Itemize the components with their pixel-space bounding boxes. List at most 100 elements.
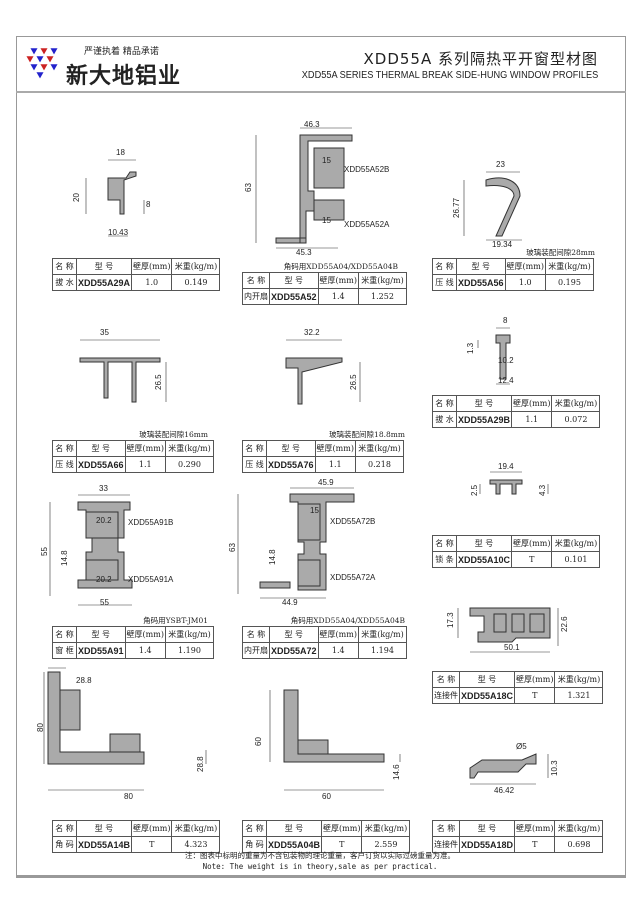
column-header: 名 称 [242,626,270,643]
cell-weight: 1.321 [554,687,604,704]
cell-thickness: T [321,836,363,853]
column-header: 名 称 [52,258,77,275]
column-header: 壁厚(mm) [514,671,556,688]
cell-name: 拔 水 [52,274,77,291]
dim-label: 4.3 [538,484,547,496]
column-header: 米重(kg/m) [554,671,604,688]
dim-label: 10.2 [498,356,514,365]
column-header: 名 称 [432,535,457,552]
cell-model: XDD55A18D [458,836,516,853]
column-header: 名 称 [432,671,460,688]
cell-name: 锁 条 [432,551,457,568]
cell-model: XDD55A18C [458,687,516,704]
table-header-row: 名 称型 号壁厚(mm)米重(kg/m) [432,535,601,552]
part-label: XDD55A52B [344,165,390,174]
column-header: 型 号 [76,440,126,457]
table-caption: 玻璃装配间隙16mm [139,430,208,439]
column-header: 米重(kg/m) [551,395,601,412]
dim-label: 22.6 [560,616,569,632]
note-chinese: 注：图表中标明的重量为不含包装物的理论重量，客户订货以实际过磅重量为准。 [185,851,455,860]
part-label: XDD55A91A [128,575,174,584]
company-name: 新大地铝业 [66,63,182,89]
column-header: 名 称 [242,820,267,837]
dim-label: 33 [99,484,108,493]
dim-label: 80 [124,792,133,801]
dim-label: 15 [322,216,331,225]
cell-thickness: T [514,836,556,853]
column-header: 名 称 [432,820,460,837]
cell-name: 压 线 [52,456,77,473]
part-label: XDD55A52A [344,220,390,229]
dim-label: 15 [310,506,319,515]
table-header-row: 名 称型 号壁厚(mm)米重(kg/m) [432,395,601,412]
cell-weight: 4.323 [171,836,221,853]
table-caption: 角码用XDD55A04/XDD55A04B [290,616,405,625]
column-header: 壁厚(mm) [124,626,166,643]
cell-thickness: 1.1 [124,456,166,473]
column-header: 名 称 [52,820,77,837]
table-header-row: 名 称型 号壁厚(mm)米重(kg/m) [432,820,604,837]
column-header: 型 号 [458,671,516,688]
dim-label: 1.3 [466,342,475,354]
column-header: 米重(kg/m) [164,626,214,643]
dim-label: 18 [116,148,125,157]
cell-name: 内开扇 [242,642,270,659]
column-header: 名 称 [52,626,77,643]
table-caption: 角码用XDD55A04/XDD55A04B [283,262,398,271]
column-header: 名 称 [52,440,77,457]
table-caption: 角码用YSBT-JM01 [143,616,208,625]
column-header: 米重(kg/m) [361,820,411,837]
table-caption: 玻璃装配间隙18.8mm [329,430,405,439]
cell-thickness: T [511,551,553,568]
cell-weight: 1.190 [164,642,214,659]
dim-label: 20.2 [96,516,112,525]
dim-label: 44.9 [282,598,298,607]
table-header-row: 名 称型 号壁厚(mm)米重(kg/m) [242,272,407,289]
company-logo [25,47,59,80]
page-title: XDD55A 系列隔热平开窗型材图 [363,50,598,68]
dim-label: 28.8 [196,756,205,772]
cell-weight: 2.559 [361,836,411,853]
cell-model: XDD55A76 [266,456,316,473]
table-header-row: 名 称型 号壁厚(mm)米重(kg/m) [242,440,404,457]
dim-label: 19.4 [498,462,514,471]
cell-thickness: T [131,836,173,853]
column-header: 壁厚(mm) [504,258,546,275]
cell-thickness: 1.4 [317,288,359,305]
dim-label: 2.5 [470,484,479,496]
cell-model: XDD55A56 [456,274,506,291]
column-header: 米重(kg/m) [554,820,604,837]
cell-name: 压 线 [432,274,457,291]
cell-name: 内开扇 [242,288,270,305]
column-header: 米重(kg/m) [171,258,221,275]
column-header: 米重(kg/m) [357,272,407,289]
dim-label: 8 [146,200,151,209]
dim-label: 26.5 [349,374,358,390]
part-label: XDD55A72A [330,573,376,582]
note-english: Note: The weight is in theory,sale as pe… [202,862,438,871]
cell-weight: 0.218 [354,456,404,473]
column-header: 型 号 [75,820,133,837]
company-slogan: 严谨执着 精品承诺 [84,47,159,57]
cell-thickness: 1.0 [504,274,546,291]
column-header: 壁厚(mm) [511,395,553,412]
column-header: 型 号 [269,272,319,289]
column-header: 壁厚(mm) [124,440,166,457]
table-header-row: 名 称型 号壁厚(mm)米重(kg/m) [52,258,221,275]
dim-label: 14.6 [392,764,401,780]
cell-thickness: 1.1 [511,411,553,428]
